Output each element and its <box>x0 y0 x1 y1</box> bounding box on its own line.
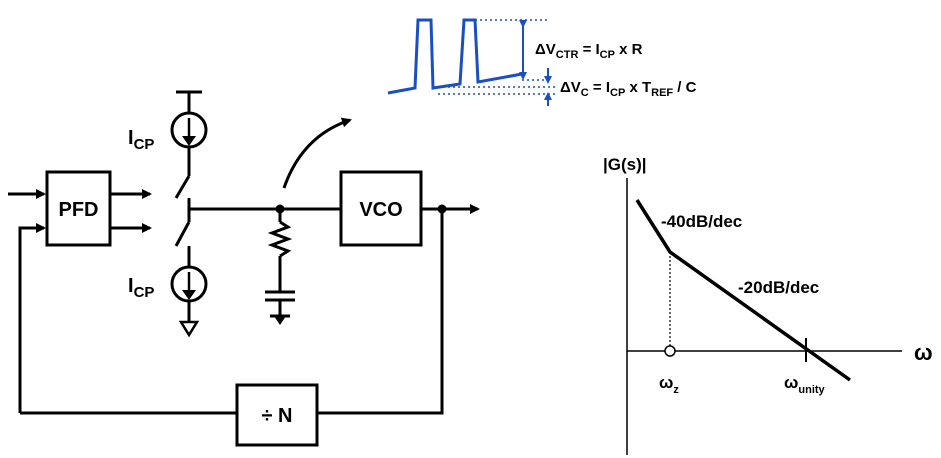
filter-ground-icon <box>270 314 290 325</box>
icp-bottom-label: ICP <box>128 275 154 301</box>
curved-arrow-icon <box>282 117 352 189</box>
resistor-icon <box>267 220 293 258</box>
pfd-label: PFD <box>59 199 99 221</box>
zero-marker-icon <box>664 345 676 357</box>
waveform-trace <box>387 18 523 95</box>
omega-z-label: ωz <box>659 373 679 396</box>
bottom-switch-icon <box>174 221 191 247</box>
ground-icon <box>178 320 200 338</box>
top-current-source-icon <box>170 111 208 149</box>
pfd-block <box>45 170 112 247</box>
vco-block <box>339 170 423 247</box>
icp-top-label: ICP <box>128 127 154 153</box>
slope1-label: -40dB/dec <box>661 212 742 231</box>
delta-vc-equation: ΔVC = ICP x TREF / C <box>560 79 697 99</box>
divider-block <box>235 383 319 447</box>
bode-x-label: ω <box>914 340 933 365</box>
capacitor-icon <box>265 290 295 302</box>
feedback-wire <box>317 209 444 415</box>
top-switch-icon <box>174 175 191 199</box>
slope2-label: -20dB/dec <box>738 278 819 297</box>
feedback-input-wire <box>18 223 46 413</box>
bottom-current-source-icon <box>170 265 208 303</box>
vco-label: VCO <box>359 199 402 221</box>
delta-vctr-equation: ΔVCTR = ICP x R <box>535 41 643 61</box>
divider-label: ÷ N <box>262 405 293 427</box>
bode-y-label: |G(s)| <box>603 155 647 174</box>
dimension-arrows-icon <box>519 20 552 106</box>
omega-unity-label: ωunity <box>784 373 826 396</box>
